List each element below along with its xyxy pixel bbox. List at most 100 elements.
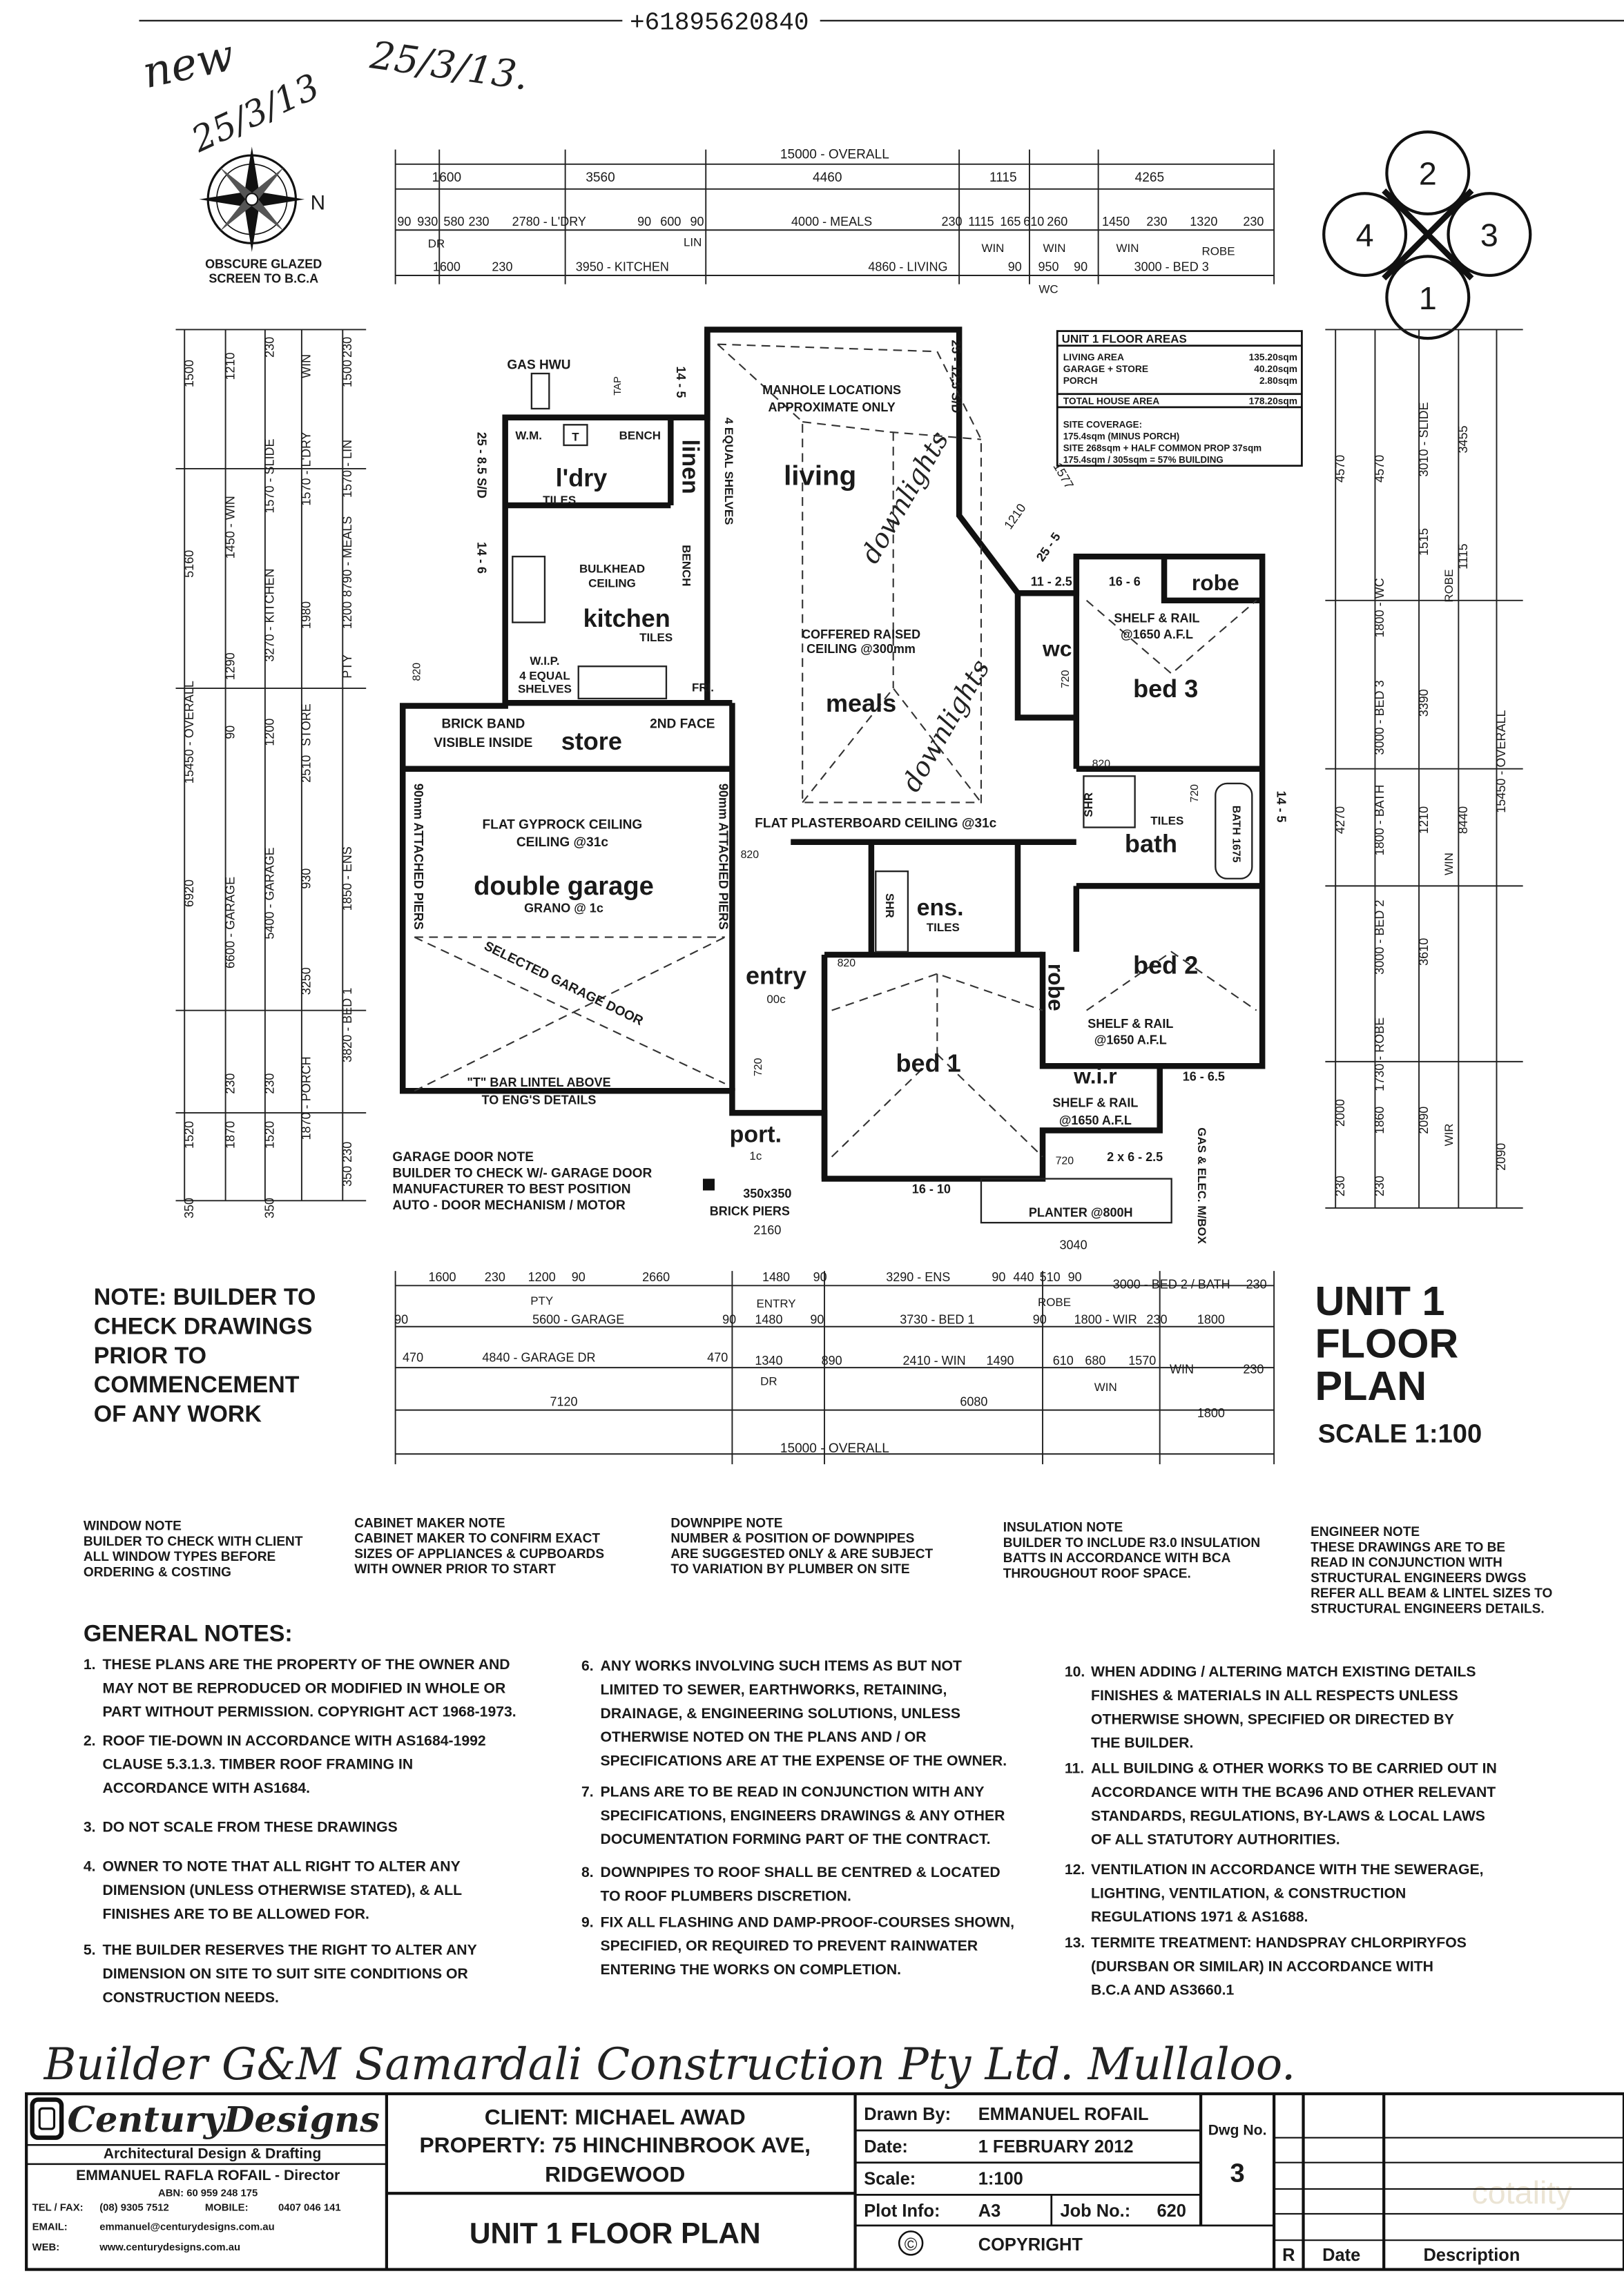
title-block-dwg: 3 (1230, 2158, 1244, 2188)
dims-left-c5-2: 1570 - LIN (340, 440, 354, 498)
general-notes-items-1-lines-0: ROOF TIE-DOWN IN ACCORDANCE WITH AS1684-… (102, 1733, 485, 1749)
rooms-garage: double garage (474, 871, 654, 901)
rooms-lvl-16-65: 16 - 6.5 (1183, 1069, 1225, 1083)
rooms-porch: port. (730, 1122, 782, 1148)
dims-left-c1-1: 5160 (182, 550, 196, 578)
orientation-key-icon (1322, 130, 1532, 340)
rooms-brick-band-2: VISIBLE INSIDE (434, 736, 532, 750)
rooms-lvl-14-5b: 14 - 5 (1274, 791, 1288, 823)
rooms-door-720-c: 720 (1056, 1155, 1074, 1167)
dims-top-r3-5: 950 (1038, 260, 1058, 274)
dims-left-c1-4: 1520 (182, 1121, 196, 1149)
general-notes-items-11-lines-0: VENTILATION IN ACCORDANCE WITH THE SEWER… (1091, 1862, 1484, 1878)
general-notes-items-9-lines-2: OTHERWISE SHOWN, SPECIFIED OR DIRECTED B… (1091, 1711, 1454, 1727)
rooms-kitchen: kitchen (583, 604, 670, 632)
garage-door-note-2: MANUFACTURER TO BEST POSITION (392, 1183, 630, 1197)
dims-top-r1-0: 1600 (432, 171, 461, 185)
rooms-planter: PLANTER @800H (1029, 1206, 1133, 1220)
floor-areas-coverage-0: SITE COVERAGE: (1063, 420, 1142, 430)
rooms-lvl-11-25: 11 - 2.5 (1031, 575, 1072, 589)
rooms-door-820-d: 820 (838, 957, 856, 969)
title-block-date-label: Date: (864, 2137, 908, 2157)
dims-bottom-r3-5: 2410 - WIN (903, 1354, 966, 1368)
notes-downpipe-0: DOWNPIPE NOTE (670, 1516, 782, 1530)
dims-bottom-r3-7: 610 (1053, 1354, 1074, 1368)
general-notes-items-9-lines-1: FINISHES & MATERIALS IN ALL RESPECTS UNL… (1091, 1688, 1458, 1704)
builder-note-2: PRIOR TO (94, 1343, 206, 1369)
rooms-bed3: bed 3 (1133, 674, 1198, 703)
notes-cabinet-2: SIZES OF APPLIANCES & CUPBOARDS (354, 1547, 604, 1562)
rooms-robe-shelf-1: SHELF & RAIL (1114, 612, 1199, 625)
rooms-wir: w.i.r (1073, 1064, 1116, 1089)
dims-bottom-r3-0: 470 (403, 1351, 423, 1365)
plan-title-line2: FLOOR (1315, 1320, 1459, 1366)
floor-areas-rows-2-label: PORCH (1063, 376, 1098, 386)
dims-left-c3-2: 3270 - KITCHEN (263, 568, 277, 661)
orientation-bottom: 1 (1419, 280, 1437, 316)
dims-left-c2-4: 6600 - GARAGE (223, 877, 237, 969)
rooms-t: T (572, 431, 579, 444)
dims-bottom-r3-sub-1: WIN (1094, 1381, 1117, 1394)
dims-top-r2-14: 1450 (1102, 215, 1130, 228)
dims-top-r3-3: 4860 - LIVING (868, 260, 947, 274)
floor-areas-total-label: TOTAL HOUSE AREA (1063, 396, 1160, 407)
dims-top-r2-sub-2: WIN (981, 242, 1004, 255)
dims-top-r2-1: 930 (417, 215, 438, 228)
dims-bottom-r2-9: 1800 (1197, 1312, 1225, 1326)
dims-bottom-r1-6: 90 (813, 1270, 827, 1284)
dims-left-c5-7: 3820 - BED 1 (340, 988, 354, 1062)
rooms-wc: wc (1042, 636, 1072, 661)
dims-top-r1-2: 4460 (813, 171, 842, 185)
rooms-bath-tiles: TILES (1150, 814, 1183, 827)
rooms-bed2: bed 2 (1133, 951, 1198, 980)
general-notes-items-10-lines-3: OF ALL STATUTORY AUTHORITIES. (1091, 1832, 1340, 1848)
rooms-ens-tiles: TILES (927, 921, 960, 934)
rooms-meals: meals (826, 689, 896, 717)
rooms-wm: W.M. (515, 429, 542, 442)
floor-areas-box (1056, 330, 1303, 467)
general-notes-items-2-lines-0: DO NOT SCALE FROM THESE DRAWINGS (102, 1819, 397, 1835)
dims-right-c1-2: 2000 (1333, 1099, 1347, 1127)
notes-insulation-1: BUILDER TO INCLUDE R3.0 INSULATION (1003, 1536, 1260, 1550)
notes-cabinet-0: CABINET MAKER NOTE (354, 1516, 505, 1530)
dims-right-c3-sub-2: WIR (1442, 1123, 1456, 1146)
rooms-bulkhead-1: BULKHEAD (579, 563, 645, 576)
dims-left-c5-5: 8790 - MEALS (340, 516, 354, 597)
general-notes-items-6-lines-0: PLANS ARE TO BE READ IN CONJUNCTION WITH… (601, 1784, 985, 1800)
rooms-fri: FRI. (692, 681, 714, 694)
dims-right-c1-1: 4270 (1333, 806, 1347, 834)
rooms-wip-shelves-1: 4 EQUAL (519, 669, 570, 682)
dims-left-c5-1: 1500 (340, 360, 354, 387)
title-block-web: www.centurydesigns.com.au (99, 2242, 240, 2253)
title-block-logo-text: CenturyDesigns (68, 2099, 380, 2141)
general-notes-items-8-lines-0: FIX ALL FLASHING AND DAMP-PROOF-COURSES … (601, 1914, 1015, 1930)
dims-bottom-r3-8: 680 (1085, 1354, 1105, 1368)
general-notes-items-6-lines-1: SPECIFICATIONS, ENGINEERS DRAWINGS & ANY… (601, 1808, 1005, 1824)
dims-top-r2-sub-0: DR (428, 237, 445, 251)
notes-window-3: ORDERING & COSTING (84, 1565, 231, 1579)
general-notes-items-0-num: 1. (84, 1657, 96, 1673)
rooms-gas-hwu: GAS HWU (507, 358, 570, 373)
dims-right-c3-2: 3390 (1417, 689, 1431, 717)
title-block-date: 1 FEBRUARY 2012 (978, 2137, 1134, 2157)
rooms-bath-tub: BATH 1675 (1230, 806, 1242, 863)
builder-note-0: NOTE: BUILDER TO (94, 1284, 316, 1310)
rooms-ens: ens. (917, 895, 964, 921)
dims-bottom-r1-sub-1: ENTRY (756, 1297, 795, 1310)
general-notes-items-8-lines-2: ENTERING THE WORKS ON COMPLETION. (601, 1962, 902, 1978)
dims-left-c2-6: 1870 (223, 1121, 237, 1149)
dims-bottom-r2-8: 230 (1146, 1312, 1167, 1326)
dims-right-c3-sub-1: WIN (1442, 853, 1456, 875)
floor-areas-coverage-3: 175.4sqm / 305sqm = 57% BUILDING (1063, 454, 1224, 465)
dims-bottom-r2-6: 90 (1033, 1312, 1047, 1326)
notes-insulation-2: BATTS IN ACCORDANCE WITH BCA (1003, 1551, 1231, 1566)
garage-door-note-3: AUTO - DOOR MECHANISM / MOTOR (392, 1198, 626, 1213)
dims-top-r2-sub-5: ROBE (1202, 244, 1235, 257)
dims-top-r2-0: 90 (397, 215, 411, 228)
dims-top-r3-1: 230 (492, 260, 512, 274)
title-block-drawing-title: UNIT 1 FLOOR PLAN (470, 2217, 761, 2249)
dims-bottom-r2-4: 90 (810, 1312, 824, 1326)
dims-bottom-r3-11: 230 (1243, 1363, 1264, 1376)
general-notes-items-5-num: 6. (581, 1658, 594, 1674)
general-notes-items-8-lines-1: SPECIFIED, OR REQUIRED TO PREVENT RAINWA… (601, 1938, 978, 1954)
